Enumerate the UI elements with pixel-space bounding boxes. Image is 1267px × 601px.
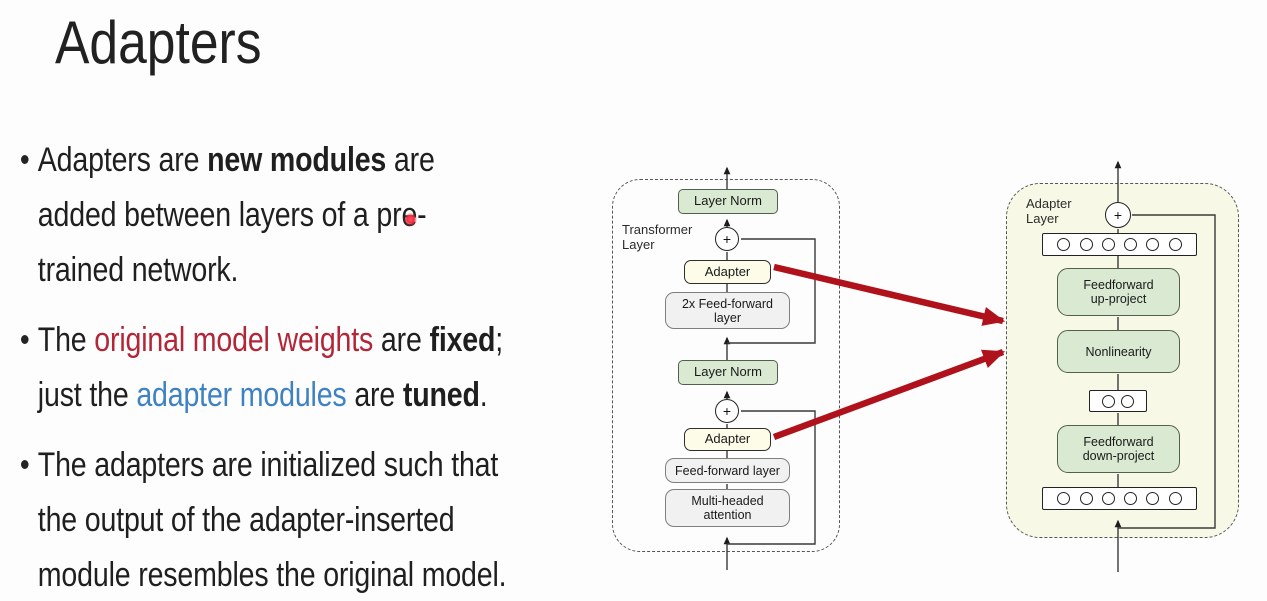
laser-pointer-dot bbox=[404, 213, 417, 226]
feature-circle bbox=[1079, 238, 1093, 251]
add-node-bottom: + bbox=[715, 399, 739, 423]
feed-forward-box: Feed-forward layer bbox=[665, 458, 790, 483]
text-run: are bbox=[373, 321, 430, 359]
feature-circle bbox=[1079, 492, 1093, 505]
box-label-line: Feedforward bbox=[1083, 435, 1154, 449]
bullet-list: Adapters are new modules are added betwe… bbox=[21, 133, 507, 601]
bullet-3-line-1: The adapters are initialized such that bbox=[37, 446, 499, 484]
text-run: Adapters are bbox=[37, 141, 208, 179]
box-label-line: 2x Feed-forward bbox=[681, 296, 773, 311]
box-label-line: layer bbox=[713, 310, 742, 325]
box-label-line: up-project bbox=[1090, 292, 1147, 306]
feature-circle bbox=[1057, 238, 1071, 251]
bullet-3-line-3: module resembles the original model. bbox=[37, 556, 507, 594]
feature-circle bbox=[1057, 492, 1071, 505]
feedforward-down-project-box: Feedforward down-project bbox=[1057, 425, 1180, 473]
bold-text: tuned bbox=[402, 376, 480, 414]
bullet-1-line-3: trained network. bbox=[37, 251, 239, 289]
box-label-line: Feedforward bbox=[1083, 278, 1154, 292]
bullet-3-line-2: the output of the adapter-inserted bbox=[37, 501, 455, 539]
text-run: The bbox=[37, 321, 95, 359]
text-run: . bbox=[479, 376, 488, 414]
adapter-top-box: Adapter bbox=[684, 260, 771, 284]
bullet-1-line-2: added between layers of a pre- bbox=[37, 196, 427, 234]
feature-circle bbox=[1146, 238, 1160, 251]
nonlinearity-box: Nonlinearity bbox=[1057, 330, 1180, 373]
add-node-adapter: + bbox=[1105, 202, 1131, 228]
transformer-layer-label: Transformer Layer bbox=[622, 222, 692, 253]
text-run: are bbox=[346, 376, 403, 414]
highlight-red-text: original model weights bbox=[94, 321, 374, 359]
bullet-marker bbox=[21, 335, 29, 344]
add-node-top: + bbox=[715, 227, 739, 251]
feature-circle bbox=[1101, 238, 1115, 251]
bold-text: new modules bbox=[207, 141, 387, 179]
bullet-marker bbox=[21, 460, 29, 469]
feature-row-bottom bbox=[1042, 487, 1197, 510]
feature-circle bbox=[1101, 492, 1115, 505]
text-run: just the bbox=[37, 376, 137, 414]
feature-circle bbox=[1168, 492, 1182, 505]
label-line: Transformer bbox=[622, 222, 693, 237]
bullet-1-line-1: Adapters are new modules are bbox=[38, 133, 507, 188]
bold-text: fixed bbox=[429, 321, 496, 359]
bullet-marker bbox=[21, 155, 29, 164]
label-line: Layer bbox=[1026, 211, 1059, 227]
feature-circle bbox=[1124, 492, 1138, 505]
page-title: Adapters bbox=[55, 9, 262, 76]
feature-row-top bbox=[1042, 233, 1197, 256]
multi-headed-attention-box: Multi-headed attention bbox=[665, 489, 790, 527]
text-run: ; bbox=[495, 321, 504, 359]
adapter-bottom-box: Adapter bbox=[684, 428, 771, 451]
bullet-2-line-1: The original model weights are fixed; bbox=[38, 313, 507, 368]
bullet-item-3: The adapters are initialized such that t… bbox=[21, 438, 507, 601]
highlight-blue-text: adapter modules bbox=[136, 376, 347, 414]
layer-norm-top-box: Layer Norm bbox=[678, 189, 778, 214]
feature-circle bbox=[1101, 394, 1115, 408]
feature-circle bbox=[1146, 492, 1160, 505]
feature-row-middle bbox=[1089, 390, 1147, 412]
adapter-layer-label: Adapter Layer bbox=[1026, 196, 1072, 227]
label-line: Layer bbox=[622, 237, 655, 253]
box-label-line: Multi-headed bbox=[691, 494, 764, 508]
feedforward-up-project-box: Feedforward up-project bbox=[1057, 268, 1180, 316]
box-label-line: attention bbox=[703, 508, 752, 522]
feed-forward-2x-box: 2x Feed-forward layer bbox=[665, 292, 790, 329]
layer-norm-bottom-box: Layer Norm bbox=[678, 360, 778, 385]
bullet-item-1: Adapters are new modules are added betwe… bbox=[21, 133, 506, 298]
feature-circle bbox=[1124, 238, 1138, 251]
bullet-2-line-2: just the adapter modules are tuned. bbox=[38, 368, 507, 423]
feature-circle bbox=[1168, 238, 1182, 251]
bullet-item-2: The original model weights are fixed; ju… bbox=[21, 313, 506, 423]
text-run: are bbox=[386, 141, 435, 179]
label-line: Adapter bbox=[1026, 196, 1072, 211]
feature-circle bbox=[1121, 394, 1135, 408]
box-label-line: down-project bbox=[1082, 449, 1155, 463]
